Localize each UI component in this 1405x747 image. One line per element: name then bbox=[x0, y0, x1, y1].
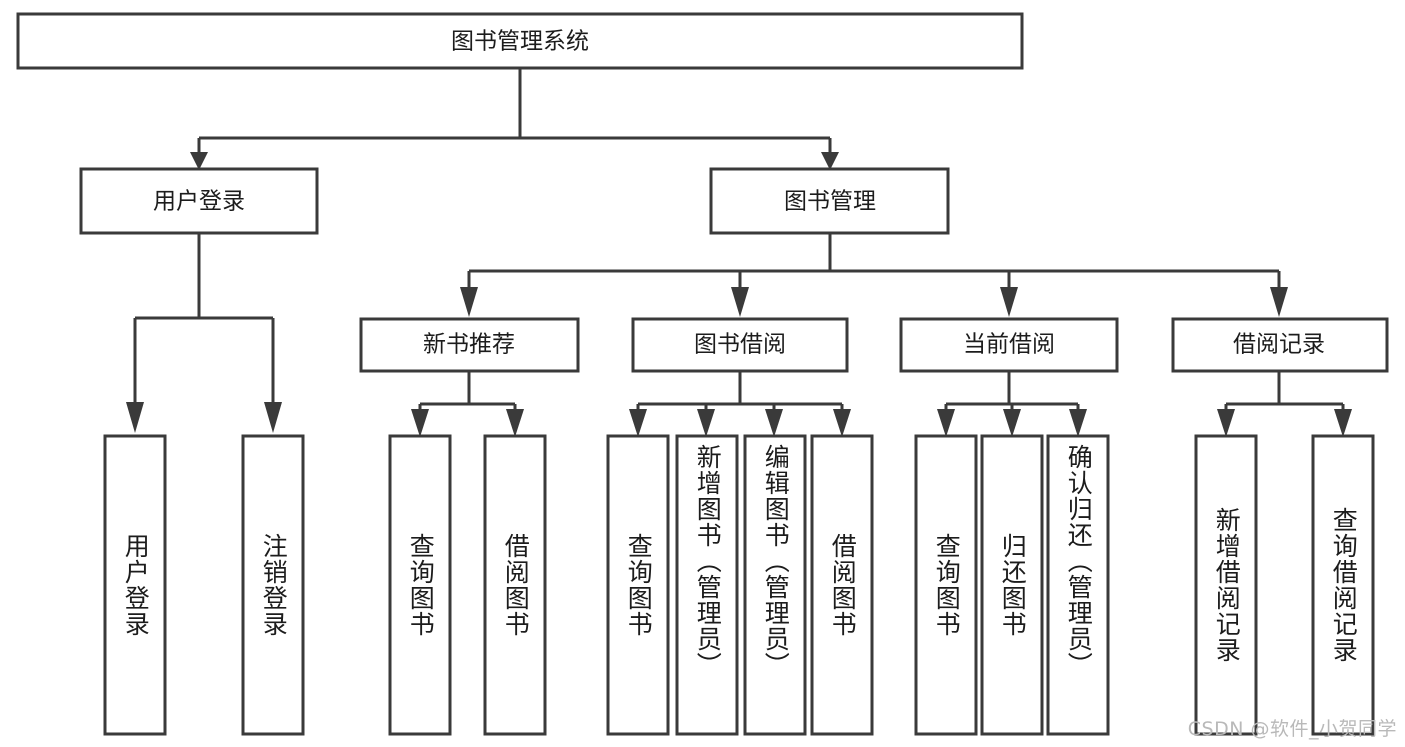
arrow-head-icon bbox=[937, 409, 955, 437]
node-new-book-recommend-label: 新书推荐 bbox=[423, 332, 515, 358]
node-book-management[interactable]: 图书管理 bbox=[709, 167, 950, 235]
node-book-management-box[interactable] bbox=[709, 167, 950, 235]
node-book-borrow[interactable]: 图书借阅 bbox=[631, 317, 849, 373]
node-new-book-recommend-box[interactable] bbox=[359, 317, 580, 373]
node-current-borrow-box[interactable] bbox=[899, 317, 1119, 373]
leaf-box-book-borrow-4[interactable] bbox=[810, 434, 874, 736]
arrow-head-icon bbox=[411, 409, 429, 437]
leaf-box-group bbox=[103, 434, 1375, 736]
arrow-head-icon bbox=[1334, 409, 1352, 437]
leaf-box-current-borrow-1[interactable] bbox=[914, 434, 978, 736]
node-root-label: 图书管理系统 bbox=[451, 29, 589, 55]
arrow-head-icon bbox=[765, 409, 783, 437]
leaf-box-book-borrow-2[interactable] bbox=[675, 434, 739, 736]
node-user-login-box[interactable] bbox=[79, 167, 319, 235]
arrow-head-icon bbox=[629, 409, 647, 437]
arrow-head-icon bbox=[697, 409, 715, 437]
node-user-login-label: 用户登录 bbox=[153, 189, 245, 215]
leaf-box-book-borrow-1[interactable] bbox=[606, 434, 670, 736]
node-book-borrow-label: 图书借阅 bbox=[694, 332, 786, 358]
node-book-borrow-box[interactable] bbox=[631, 317, 849, 373]
arrow-head-icon bbox=[1069, 409, 1087, 437]
node-current-borrow-label: 当前借阅 bbox=[963, 332, 1055, 358]
arrow-head-icon bbox=[731, 287, 749, 317]
node-borrow-record-box[interactable] bbox=[1171, 317, 1389, 373]
node-borrow-record[interactable]: 借阅记录 bbox=[1171, 317, 1389, 373]
arrow-head-icon bbox=[126, 402, 144, 433]
node-user-login[interactable]: 用户登录 bbox=[79, 167, 319, 235]
arrow-head-icon bbox=[506, 409, 524, 437]
node-root[interactable]: 图书管理系统 bbox=[16, 12, 1024, 70]
node-root-box[interactable] bbox=[16, 12, 1024, 70]
leaf-box-current-borrow-3[interactable] bbox=[1046, 434, 1110, 736]
leaf-box-user-login-1[interactable] bbox=[103, 434, 167, 736]
arrow-head-icon bbox=[821, 152, 839, 170]
connector-group bbox=[126, 68, 1352, 437]
arrow-head-icon bbox=[1000, 287, 1018, 317]
leaf-box-borrow-record-2[interactable] bbox=[1311, 434, 1375, 736]
node-current-borrow[interactable]: 当前借阅 bbox=[899, 317, 1119, 373]
leaf-box-new-book-2[interactable] bbox=[483, 434, 547, 736]
csdn-watermark: CSDN @软件_小贺同学 bbox=[1187, 718, 1397, 740]
leaf-box-user-login-2[interactable] bbox=[241, 434, 305, 736]
arrow-head-icon bbox=[264, 402, 282, 433]
leaf-box-borrow-record-1[interactable] bbox=[1194, 434, 1258, 736]
node-book-management-label: 图书管理 bbox=[784, 189, 876, 215]
arrow-head-icon bbox=[833, 409, 851, 437]
node-new-book-recommend[interactable]: 新书推荐 bbox=[359, 317, 580, 373]
leaf-box-new-book-1[interactable] bbox=[388, 434, 452, 736]
arrow-head-icon bbox=[1003, 409, 1021, 437]
leaf-box-current-borrow-2[interactable] bbox=[980, 434, 1044, 736]
arrow-head-icon bbox=[1217, 409, 1235, 437]
arrow-head-icon bbox=[190, 152, 208, 170]
leaf-box-book-borrow-3[interactable] bbox=[743, 434, 807, 736]
arrow-head-icon bbox=[460, 287, 478, 317]
node-borrow-record-label: 借阅记录 bbox=[1233, 332, 1325, 358]
arrow-head-icon bbox=[1270, 287, 1288, 317]
